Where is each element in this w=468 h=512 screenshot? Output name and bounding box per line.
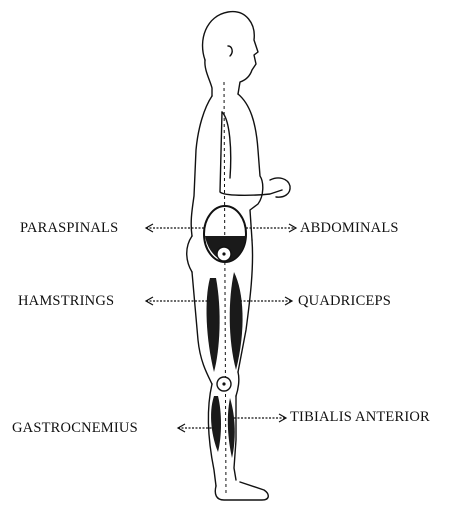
arm [220, 112, 282, 195]
hip-back [187, 236, 192, 272]
label-gastrocnemius: GASTROCNEMIUS [12, 420, 138, 437]
neck-back [205, 60, 212, 96]
foot [215, 482, 268, 500]
label-hamstrings: HAMSTRINGS [18, 293, 114, 310]
arm-back [222, 112, 231, 178]
knee-joint-dot [222, 382, 225, 385]
knee-front [236, 372, 239, 396]
label-abdominals: ABDOMINALS [300, 220, 399, 237]
fist [270, 178, 290, 197]
ear [228, 46, 232, 56]
gastrocnemius-muscle [211, 396, 221, 452]
hamstrings-muscle [207, 278, 220, 372]
head-outline [203, 12, 258, 94]
label-quadriceps: QUADRICEPS [298, 293, 391, 310]
label-paraspinals: PARASPINALS [20, 220, 118, 237]
gravity-line [224, 82, 226, 496]
hip-joint-dot [222, 252, 225, 255]
tibialis-muscle [228, 398, 235, 458]
label-tibialis-anterior: TIBIALIS ANTERIOR [290, 409, 430, 426]
